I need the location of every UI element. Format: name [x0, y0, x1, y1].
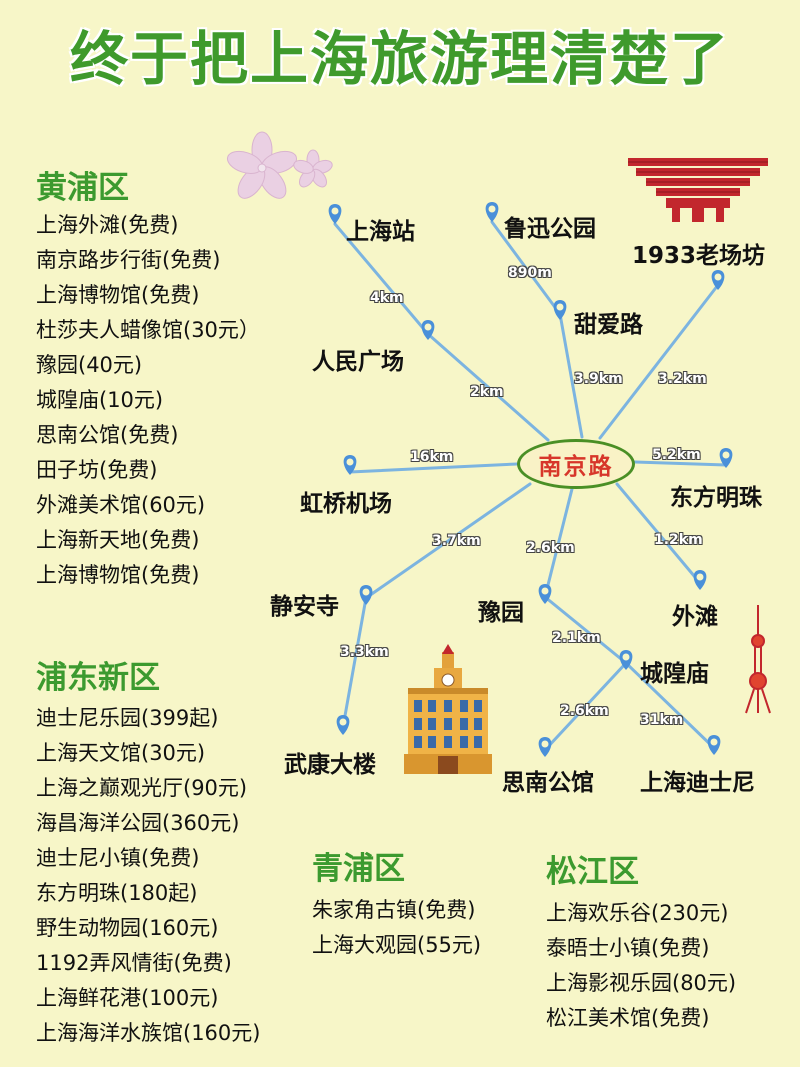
station-yuyuan: 豫园	[478, 600, 524, 626]
list-item: 野生动物园(160元)	[36, 916, 219, 940]
oriental-pearl-tower-icon	[745, 605, 771, 714]
list-item: 上海博物馆(免费)	[36, 283, 200, 307]
distance-label: 31km	[640, 712, 684, 728]
line-luxun-tianai	[490, 220, 562, 316]
china-pavilion-icon	[628, 158, 768, 222]
list-item: 1192弄风情街(免费)	[36, 951, 232, 975]
list-item: 上海欢乐谷(230元)	[546, 901, 729, 925]
list-item: 豫园(40元)	[36, 353, 143, 377]
distance-label: 890m	[508, 265, 552, 281]
station-jingan-temple: 静安寺	[270, 594, 339, 620]
line-station-people	[333, 222, 430, 336]
location-pin-icon	[719, 448, 733, 468]
line-chenghuang-sinan	[543, 661, 628, 752]
line-people-center	[426, 332, 550, 442]
list-item: 朱家角古镇(免费)	[312, 898, 476, 922]
district-heading-songjiang: 松江区	[546, 854, 639, 890]
location-pin-icon	[336, 715, 350, 735]
location-pin-icon	[485, 202, 499, 222]
station-tianai-road: 甜爱路	[574, 312, 643, 338]
list-item: 外滩美术馆(60元)	[36, 493, 206, 517]
station-shanghai-disney: 上海迪士尼	[640, 770, 755, 796]
station-shanghai-station: 上海站	[346, 219, 415, 245]
line-jingan-wukang	[341, 596, 368, 729]
location-pin-icon	[359, 585, 373, 605]
line-hongqiao-center	[348, 462, 519, 474]
station-chenghuang-temple: 城隍庙	[640, 661, 709, 687]
location-pin-icon	[707, 735, 721, 755]
list-item: 上海天文馆(30元)	[36, 741, 206, 765]
list-item: 上海鲜花港(100元)	[36, 986, 219, 1010]
line-tianai-center	[558, 312, 584, 439]
list-item: 上海大观园(55元)	[312, 933, 482, 957]
distance-label: 2.6km	[526, 540, 575, 556]
list-item: 上海之巅观光厅(90元)	[36, 776, 248, 800]
songjiang-list: 上海欢乐谷(230元) 泰晤士小镇(免费) 上海影视乐园(80元) 松江美术馆(…	[546, 896, 736, 1036]
list-item: 东方明珠(180起)	[36, 881, 198, 905]
distance-label: 2km	[470, 384, 504, 400]
list-item: 田子坊(免费)	[36, 458, 158, 482]
list-item: 南京路步行街(免费)	[36, 248, 221, 272]
location-pin-icon	[538, 584, 552, 604]
district-heading-huangpu: 黄浦区	[36, 170, 129, 206]
list-item: 思南公馆(免费)	[36, 423, 179, 447]
station-wukang-mansion: 武康大楼	[284, 752, 376, 778]
distance-label: 2.1km	[552, 630, 601, 646]
distance-label: 3.9km	[574, 371, 623, 387]
location-pin-icon	[693, 570, 707, 590]
line-yuyuan-center	[543, 487, 574, 599]
distance-label: 3.7km	[432, 533, 481, 549]
distance-label: 2.6km	[560, 703, 609, 719]
station-luxun-park: 鲁迅公园	[504, 216, 596, 242]
location-pin-icon	[343, 455, 357, 475]
list-item: 迪士尼小镇(免费)	[36, 846, 200, 870]
line-bund-center	[615, 482, 702, 585]
page-title: 终于把上海旅游理清楚了	[69, 25, 730, 93]
distance-label: 1.2km	[654, 532, 703, 548]
location-pin-icon	[421, 320, 435, 340]
center-station-nanjing-road: 南京路	[517, 439, 635, 489]
district-heading-pudong: 浦东新区	[36, 660, 160, 696]
station-bund: 外滩	[672, 604, 718, 630]
location-pin-icon	[711, 270, 725, 290]
location-pin-icon	[553, 300, 567, 320]
station-oriental-pearl: 东方明珠	[670, 485, 762, 511]
customs-house-icon	[404, 644, 492, 774]
pudong-list: 迪士尼乐园(399起) 上海天文馆(30元) 上海之巅观光厅(90元) 海昌海洋…	[36, 701, 260, 1051]
distance-label: 3.3km	[340, 644, 389, 660]
location-pin-icon	[619, 650, 633, 670]
list-item: 迪士尼乐园(399起)	[36, 706, 219, 730]
distance-label: 16km	[410, 449, 454, 465]
list-item: 杜莎夫人蜡像馆(30元）	[36, 318, 260, 342]
list-item: 上海影视乐园(80元)	[546, 971, 737, 995]
list-item: 松江美术馆(免费)	[546, 1006, 710, 1030]
distance-label: 4km	[370, 290, 404, 306]
line-yuyuan-chenghuang	[543, 595, 628, 665]
distance-label: 5.2km	[652, 447, 701, 463]
list-item: 上海海洋水族馆(160元)	[36, 1021, 261, 1045]
line-chenghuang-disney	[624, 661, 716, 750]
list-item: 上海外滩(免费)	[36, 213, 179, 237]
district-heading-qingpu: 青浦区	[312, 851, 405, 887]
list-item: 上海新天地(免费)	[36, 528, 200, 552]
list-item: 泰晤士小镇(免费)	[546, 936, 710, 960]
station-hongqiao-airport: 虹桥机场	[300, 491, 392, 517]
station-people-square: 人民广场	[312, 349, 404, 375]
line-jingan-center	[364, 482, 532, 600]
cherry-blossom-icon	[226, 131, 298, 199]
list-item: 海昌海洋公园(360元)	[36, 811, 240, 835]
location-pin-icon	[328, 204, 342, 224]
list-item: 城隍庙(10元)	[36, 388, 164, 412]
line-laochangfang-center	[598, 283, 720, 440]
station-1933-laochangfang: 1933老场坊	[632, 243, 766, 269]
line-pearl-center	[633, 460, 728, 467]
cherry-blossom-icon	[293, 149, 333, 188]
huangpu-list: 上海外滩(免费) 南京路步行街(免费) 上海博物馆(免费) 杜莎夫人蜡像馆(30…	[36, 208, 260, 593]
list-item: 上海博物馆(免费)	[36, 563, 200, 587]
qingpu-list: 朱家角古镇(免费) 上海大观园(55元)	[312, 893, 481, 963]
station-sinan-mansion: 思南公馆	[502, 770, 594, 796]
distance-label: 3.2km	[658, 371, 707, 387]
location-pin-icon	[538, 737, 552, 757]
